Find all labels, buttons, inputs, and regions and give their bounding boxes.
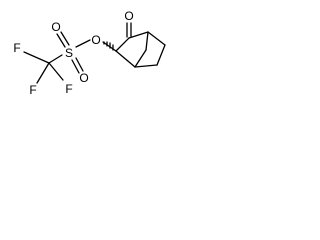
bond-s-o-top-a bbox=[56, 33, 66, 48]
bond-cf3-s bbox=[48, 54, 63, 64]
bond-s-o-bottom-b bbox=[71, 59, 80, 74]
chemical-structure-diagram: F F F S O O O O bbox=[13, 9, 166, 97]
bond-c4-c5 bbox=[147, 31, 166, 46]
atom-o-sulfonyl-top: O bbox=[51, 20, 60, 34]
atom-f2: F bbox=[29, 83, 36, 97]
bond-s-o-top-b bbox=[60, 31, 70, 46]
stereo-hash-bond bbox=[103, 41, 114, 51]
bond-s-o-ester bbox=[75, 39, 91, 48]
bond-c3-c4 bbox=[128, 31, 149, 39]
bond-c4-c7 bbox=[145, 31, 149, 51]
atom-o-ester: O bbox=[91, 33, 100, 47]
bond-c5-c6 bbox=[156, 44, 166, 66]
atom-o-sulfonyl-bottom: O bbox=[79, 71, 88, 85]
bond-c-f3 bbox=[48, 62, 64, 81]
atom-f1: F bbox=[13, 41, 20, 55]
bond-c7-c1 bbox=[134, 49, 147, 68]
bond-c1-c2 bbox=[115, 50, 136, 68]
atom-o-ketone: O bbox=[124, 9, 133, 23]
atom-f3: F bbox=[65, 82, 72, 96]
atom-s: S bbox=[65, 46, 73, 60]
bond-c-f1 bbox=[23, 51, 50, 64]
bond-c-f2 bbox=[36, 62, 50, 84]
bond-s-o-bottom-a bbox=[75, 57, 84, 72]
bond-c2-c3 bbox=[115, 37, 130, 52]
bond-c6-c1 bbox=[134, 64, 158, 68]
